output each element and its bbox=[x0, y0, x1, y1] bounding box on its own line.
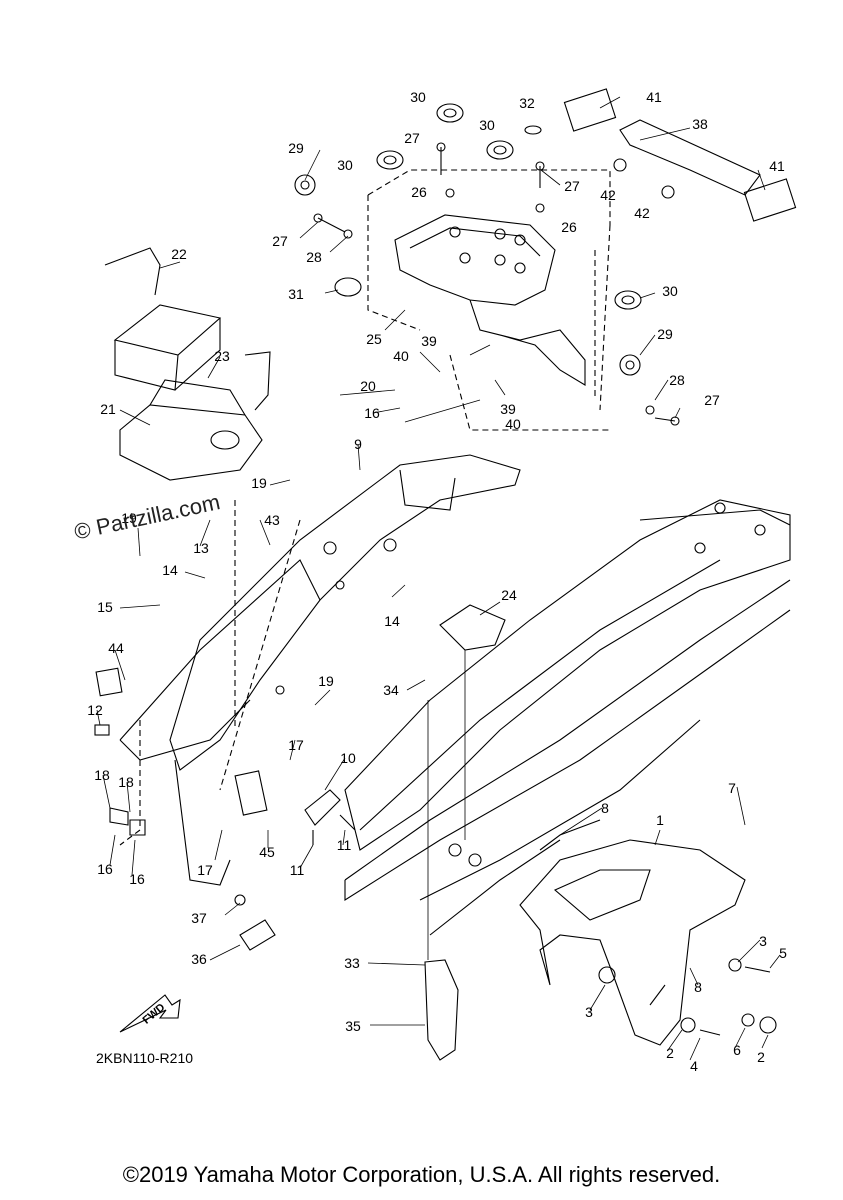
tail-bracket-25 bbox=[394, 214, 586, 386]
callout-14: 14 bbox=[384, 613, 400, 629]
callout-16: 16 bbox=[97, 861, 113, 877]
fwd-arrow-icon bbox=[119, 994, 181, 1033]
callout-19: 19 bbox=[121, 510, 137, 526]
callout-14: 14 bbox=[162, 562, 178, 578]
callout-11: 11 bbox=[336, 837, 352, 853]
callout-41: 41 bbox=[769, 158, 785, 174]
callout-30: 30 bbox=[479, 117, 495, 133]
battery-tray-21 bbox=[119, 351, 271, 481]
bolts bbox=[313, 142, 680, 426]
callout-38: 38 bbox=[692, 116, 708, 132]
callout-31: 31 bbox=[288, 286, 304, 302]
callout-40: 40 bbox=[505, 416, 521, 432]
callout-26: 26 bbox=[561, 219, 577, 235]
dashed-group-lines bbox=[119, 169, 611, 846]
callout-12: 12 bbox=[87, 702, 103, 718]
callout-29: 29 bbox=[288, 140, 304, 156]
callout-30: 30 bbox=[410, 89, 426, 105]
callout-43: 43 bbox=[264, 512, 280, 528]
callout-18: 18 bbox=[118, 774, 134, 790]
callout-6: 6 bbox=[733, 1042, 741, 1058]
callout-27: 27 bbox=[404, 130, 420, 146]
callout-17: 17 bbox=[197, 862, 213, 878]
callout-19: 19 bbox=[318, 673, 334, 689]
callout-20: 20 bbox=[360, 378, 376, 394]
callout-33: 33 bbox=[344, 955, 360, 971]
callout-28: 28 bbox=[306, 249, 322, 265]
callout-13: 13 bbox=[193, 540, 209, 556]
callout-27: 27 bbox=[272, 233, 288, 249]
callout-3: 3 bbox=[585, 1004, 593, 1020]
fender-extension-33 bbox=[424, 959, 459, 1061]
callout-42: 42 bbox=[600, 187, 616, 203]
callout-27: 27 bbox=[564, 178, 580, 194]
callout-30: 30 bbox=[662, 283, 678, 299]
callout-24: 24 bbox=[501, 587, 517, 603]
fender-hardware bbox=[598, 958, 777, 1036]
callout-2: 2 bbox=[666, 1045, 674, 1061]
callout-44: 44 bbox=[108, 640, 124, 656]
small-parts bbox=[94, 667, 356, 951]
callout-39: 39 bbox=[421, 333, 437, 349]
callout-40: 40 bbox=[393, 348, 409, 364]
callout-39: 39 bbox=[500, 401, 516, 417]
callout-27: 27 bbox=[704, 392, 720, 408]
callout-10: 10 bbox=[340, 750, 356, 766]
callout-15: 15 bbox=[97, 599, 113, 615]
callout-42: 42 bbox=[634, 205, 650, 221]
bracket-24 bbox=[439, 604, 506, 651]
grommets bbox=[294, 103, 642, 376]
callout-18: 18 bbox=[94, 767, 110, 783]
callout-25: 25 bbox=[366, 331, 382, 347]
callout-36: 36 bbox=[191, 951, 207, 967]
callout-17: 17 bbox=[288, 737, 304, 753]
callout-16: 16 bbox=[129, 871, 145, 887]
rear-frame bbox=[344, 499, 791, 936]
callout-3: 3 bbox=[759, 933, 767, 949]
diagram-code: 2KBN110-R210 bbox=[96, 1050, 194, 1066]
callout-7: 7 bbox=[728, 780, 736, 796]
callout-23: 23 bbox=[214, 348, 230, 364]
callout-1: 1 bbox=[656, 812, 664, 828]
callout-26: 26 bbox=[411, 184, 427, 200]
callout-21: 21 bbox=[100, 401, 116, 417]
callout-29: 29 bbox=[657, 326, 673, 342]
leader-lines bbox=[96, 96, 781, 1061]
copyright-notice: ©2019 Yamaha Motor Corporation, U.S.A. A… bbox=[122, 1162, 721, 1187]
callout-8: 8 bbox=[694, 979, 702, 995]
callout-4: 4 bbox=[690, 1058, 698, 1074]
rear-fender-9 bbox=[119, 454, 521, 886]
callout-2: 2 bbox=[757, 1049, 765, 1065]
callout-5: 5 bbox=[779, 945, 787, 961]
callout-8: 8 bbox=[601, 800, 609, 816]
callout-11: 11 bbox=[289, 862, 305, 878]
battery-box-22 bbox=[104, 247, 222, 391]
callout-9: 9 bbox=[354, 436, 362, 452]
callout-30: 30 bbox=[337, 157, 353, 173]
callout-19: 19 bbox=[251, 475, 267, 491]
callout-35: 35 bbox=[345, 1018, 361, 1034]
callout-37: 37 bbox=[191, 910, 207, 926]
front-fender-1 bbox=[519, 819, 746, 1046]
callout-22: 22 bbox=[171, 246, 187, 262]
callout-41: 41 bbox=[646, 89, 662, 105]
callout-34: 34 bbox=[383, 682, 399, 698]
callout-32: 32 bbox=[519, 95, 535, 111]
callout-45: 45 bbox=[259, 844, 275, 860]
callout-28: 28 bbox=[669, 372, 685, 388]
callout-16: 16 bbox=[364, 405, 380, 421]
reflector-bracket-38 bbox=[563, 88, 797, 222]
